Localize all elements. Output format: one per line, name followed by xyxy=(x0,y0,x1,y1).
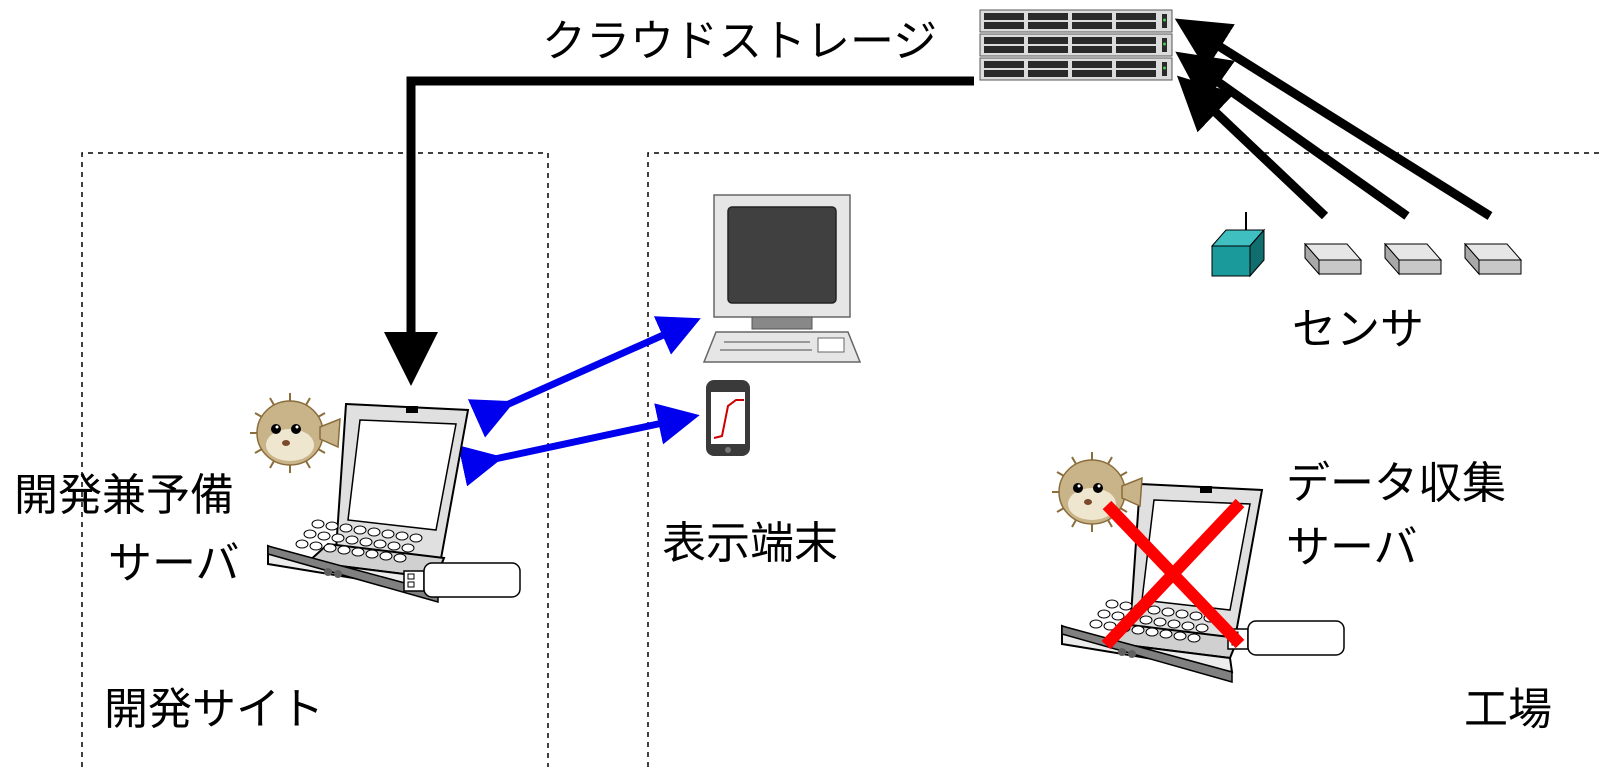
dev-site-boundary xyxy=(81,152,549,767)
smartphone-icon xyxy=(706,380,750,456)
collection-server-usb-icon xyxy=(1227,620,1345,656)
cloud-to-dev-server-arrow xyxy=(384,76,974,386)
failure-cross-icon xyxy=(1101,498,1245,650)
factory-label: 工場 xyxy=(1464,684,1552,735)
sensor-arrow-2 xyxy=(1175,51,1410,220)
dev-server-label-line1: 開発兼予備 xyxy=(14,470,234,521)
wireless-sensor-icon xyxy=(1210,212,1266,278)
sensor-box-icon-3 xyxy=(1464,229,1522,275)
dev-server-label-line2: サーバ xyxy=(108,538,240,589)
sensor-arrow-3 xyxy=(1174,18,1493,220)
sensor-box-icon-2 xyxy=(1384,229,1442,275)
collection-server-label-line2: サーバ xyxy=(1286,522,1418,573)
dev-site-label: 開発サイト xyxy=(104,684,324,735)
desktop-computer-icon xyxy=(702,194,862,363)
display-terminal-label: 表示端末 xyxy=(662,518,838,569)
sensor-label: センサ xyxy=(1292,304,1424,355)
factory-boundary xyxy=(647,152,1604,767)
cloud-storage-server-icon xyxy=(979,9,1173,81)
cloud-storage-label: クラウドストレージ xyxy=(542,16,938,67)
sensor-box-icon-1 xyxy=(1304,229,1362,275)
dev-server-mascot-icon xyxy=(249,392,341,474)
collection-server-label-line1: データ収集 xyxy=(1286,458,1506,509)
terminal-dev-arrow-phone xyxy=(458,403,700,487)
sensor-arrow-1 xyxy=(1176,75,1329,220)
terminal-dev-arrow-pc xyxy=(467,316,701,438)
